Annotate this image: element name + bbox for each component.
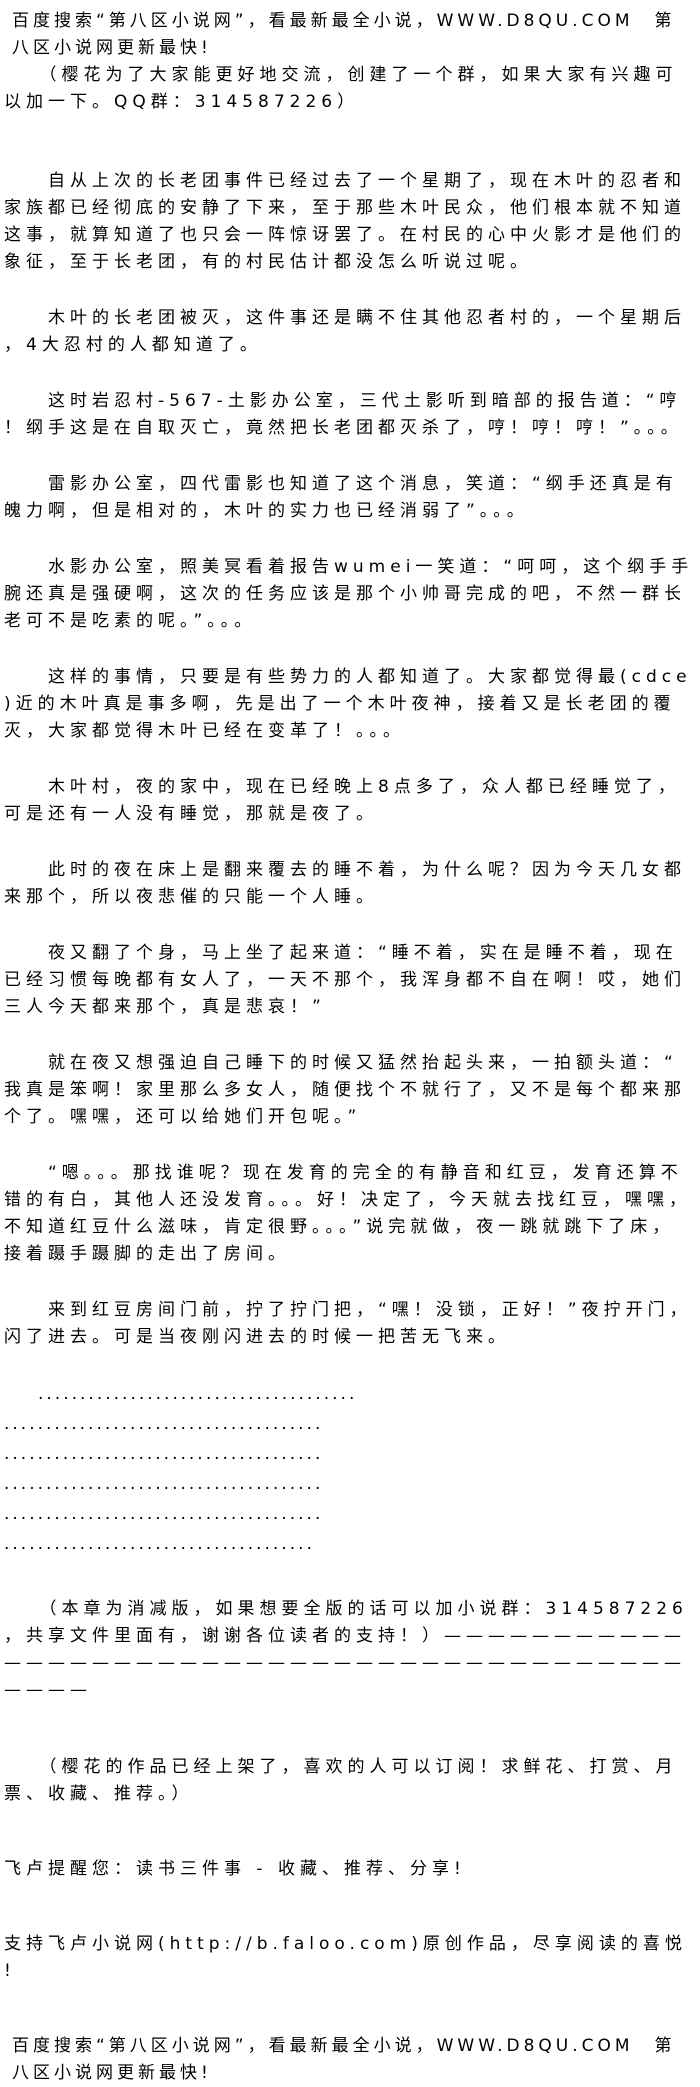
abridged-notice: （本章为消减版，如果想要全版的话可以加小说群：314587226，共享文件里面有… (4, 1599, 688, 1700)
ellipsis-line: ...................................... (4, 1444, 324, 1464)
paragraph: 此时的夜在床上是翻来覆去的睡不着，为什么呢？因为今天几女都来那个，所以夜悲催的只… (4, 860, 686, 907)
paragraph: 夜又翻了个身，马上坐了起来道：“睡不着，实在是睡不着，现在已经习惯每晚都有女人了… (4, 943, 686, 1017)
paragraph: 木叶的长老团被灭，这件事还是瞒不住其他忍者村的，一个星期后，4大忍村的人都知道了… (4, 308, 686, 355)
ellipsis-line: ...................................... (4, 1474, 324, 1494)
paragraph: 这样的事情，只要是有些势力的人都知道了。大家都觉得最(cdce)近的木叶真是事多… (4, 667, 692, 741)
ellipsis-line: ...................................... (38, 1384, 358, 1404)
ellipsis-line: ...................................... (4, 1504, 324, 1524)
ellipsis-line: ..................................... (4, 1534, 315, 1554)
paragraph: 这时岩忍村-567-土影办公室，三代土影听到暗部的报告道：“哼！纲手这是在自取灭… (4, 391, 683, 438)
paragraph: 雷影办公室，四代雷影也知道了这个消息，笑道：“纲手还真是有魄力啊，但是相对的，木… (4, 474, 678, 521)
reading-reminder: 飞卢提醒您：读书三件事 - 收藏、推荐、分享! (4, 1859, 466, 1879)
paragraph: “嗯。。。那找谁呢？现在发育的完全的有静音和红豆，发育还算不错的有白，其他人还没… (4, 1163, 691, 1264)
support-link-text: 支持飞卢小说网(http://b.faloo.com)原创作品，尽享阅读的喜悦! (4, 1934, 687, 1981)
site-banner-footer: 百度搜索“第八区小说网”，看最新最全小说，WWW.D8QU.COM 第八区小说网… (12, 2036, 676, 2083)
paragraph: 就在夜又想强迫自己睡下的时候又猛然抬起头来，一拍额头道：“我真是笨啊！家里那么多… (4, 1053, 686, 1127)
paragraph: 自从上次的长老团事件已经过去了一个星期了，现在木叶的忍者和家族都已经彻底的安静了… (4, 171, 686, 272)
author-intro: （樱花为了大家能更好地交流，创建了一个群，如果大家有兴趣可以加一下。QQ群：31… (4, 65, 678, 112)
published-notice: （樱花的作品已经上架了，喜欢的人可以订阅！求鲜花、打赏、月票、收藏、推荐。） (4, 1757, 678, 1804)
paragraph: 来到红豆房间门前，拧了拧门把，“嘿！没锁，正好！”夜拧开门，闪了进去。可是当夜刚… (4, 1300, 692, 1347)
paragraph: 水影办公室，照美冥看着报告wumei一笑道：“呵呵，这个纲手手腕还真是强硬啊，这… (4, 557, 694, 631)
ellipsis-line: ...................................... (4, 1414, 324, 1434)
chapter-page: 百度搜索“第八区小说网”，看最新最全小说，WWW.D8QU.COM 第八区小说网… (4, 8, 694, 2087)
paragraph: 木叶村，夜的家中，现在已经晚上8点多了，众人都已经睡觉了，可是还有一人没有睡觉，… (4, 777, 680, 824)
site-banner: 百度搜索“第八区小说网”，看最新最全小说，WWW.D8QU.COM 第八区小说网… (12, 11, 676, 58)
